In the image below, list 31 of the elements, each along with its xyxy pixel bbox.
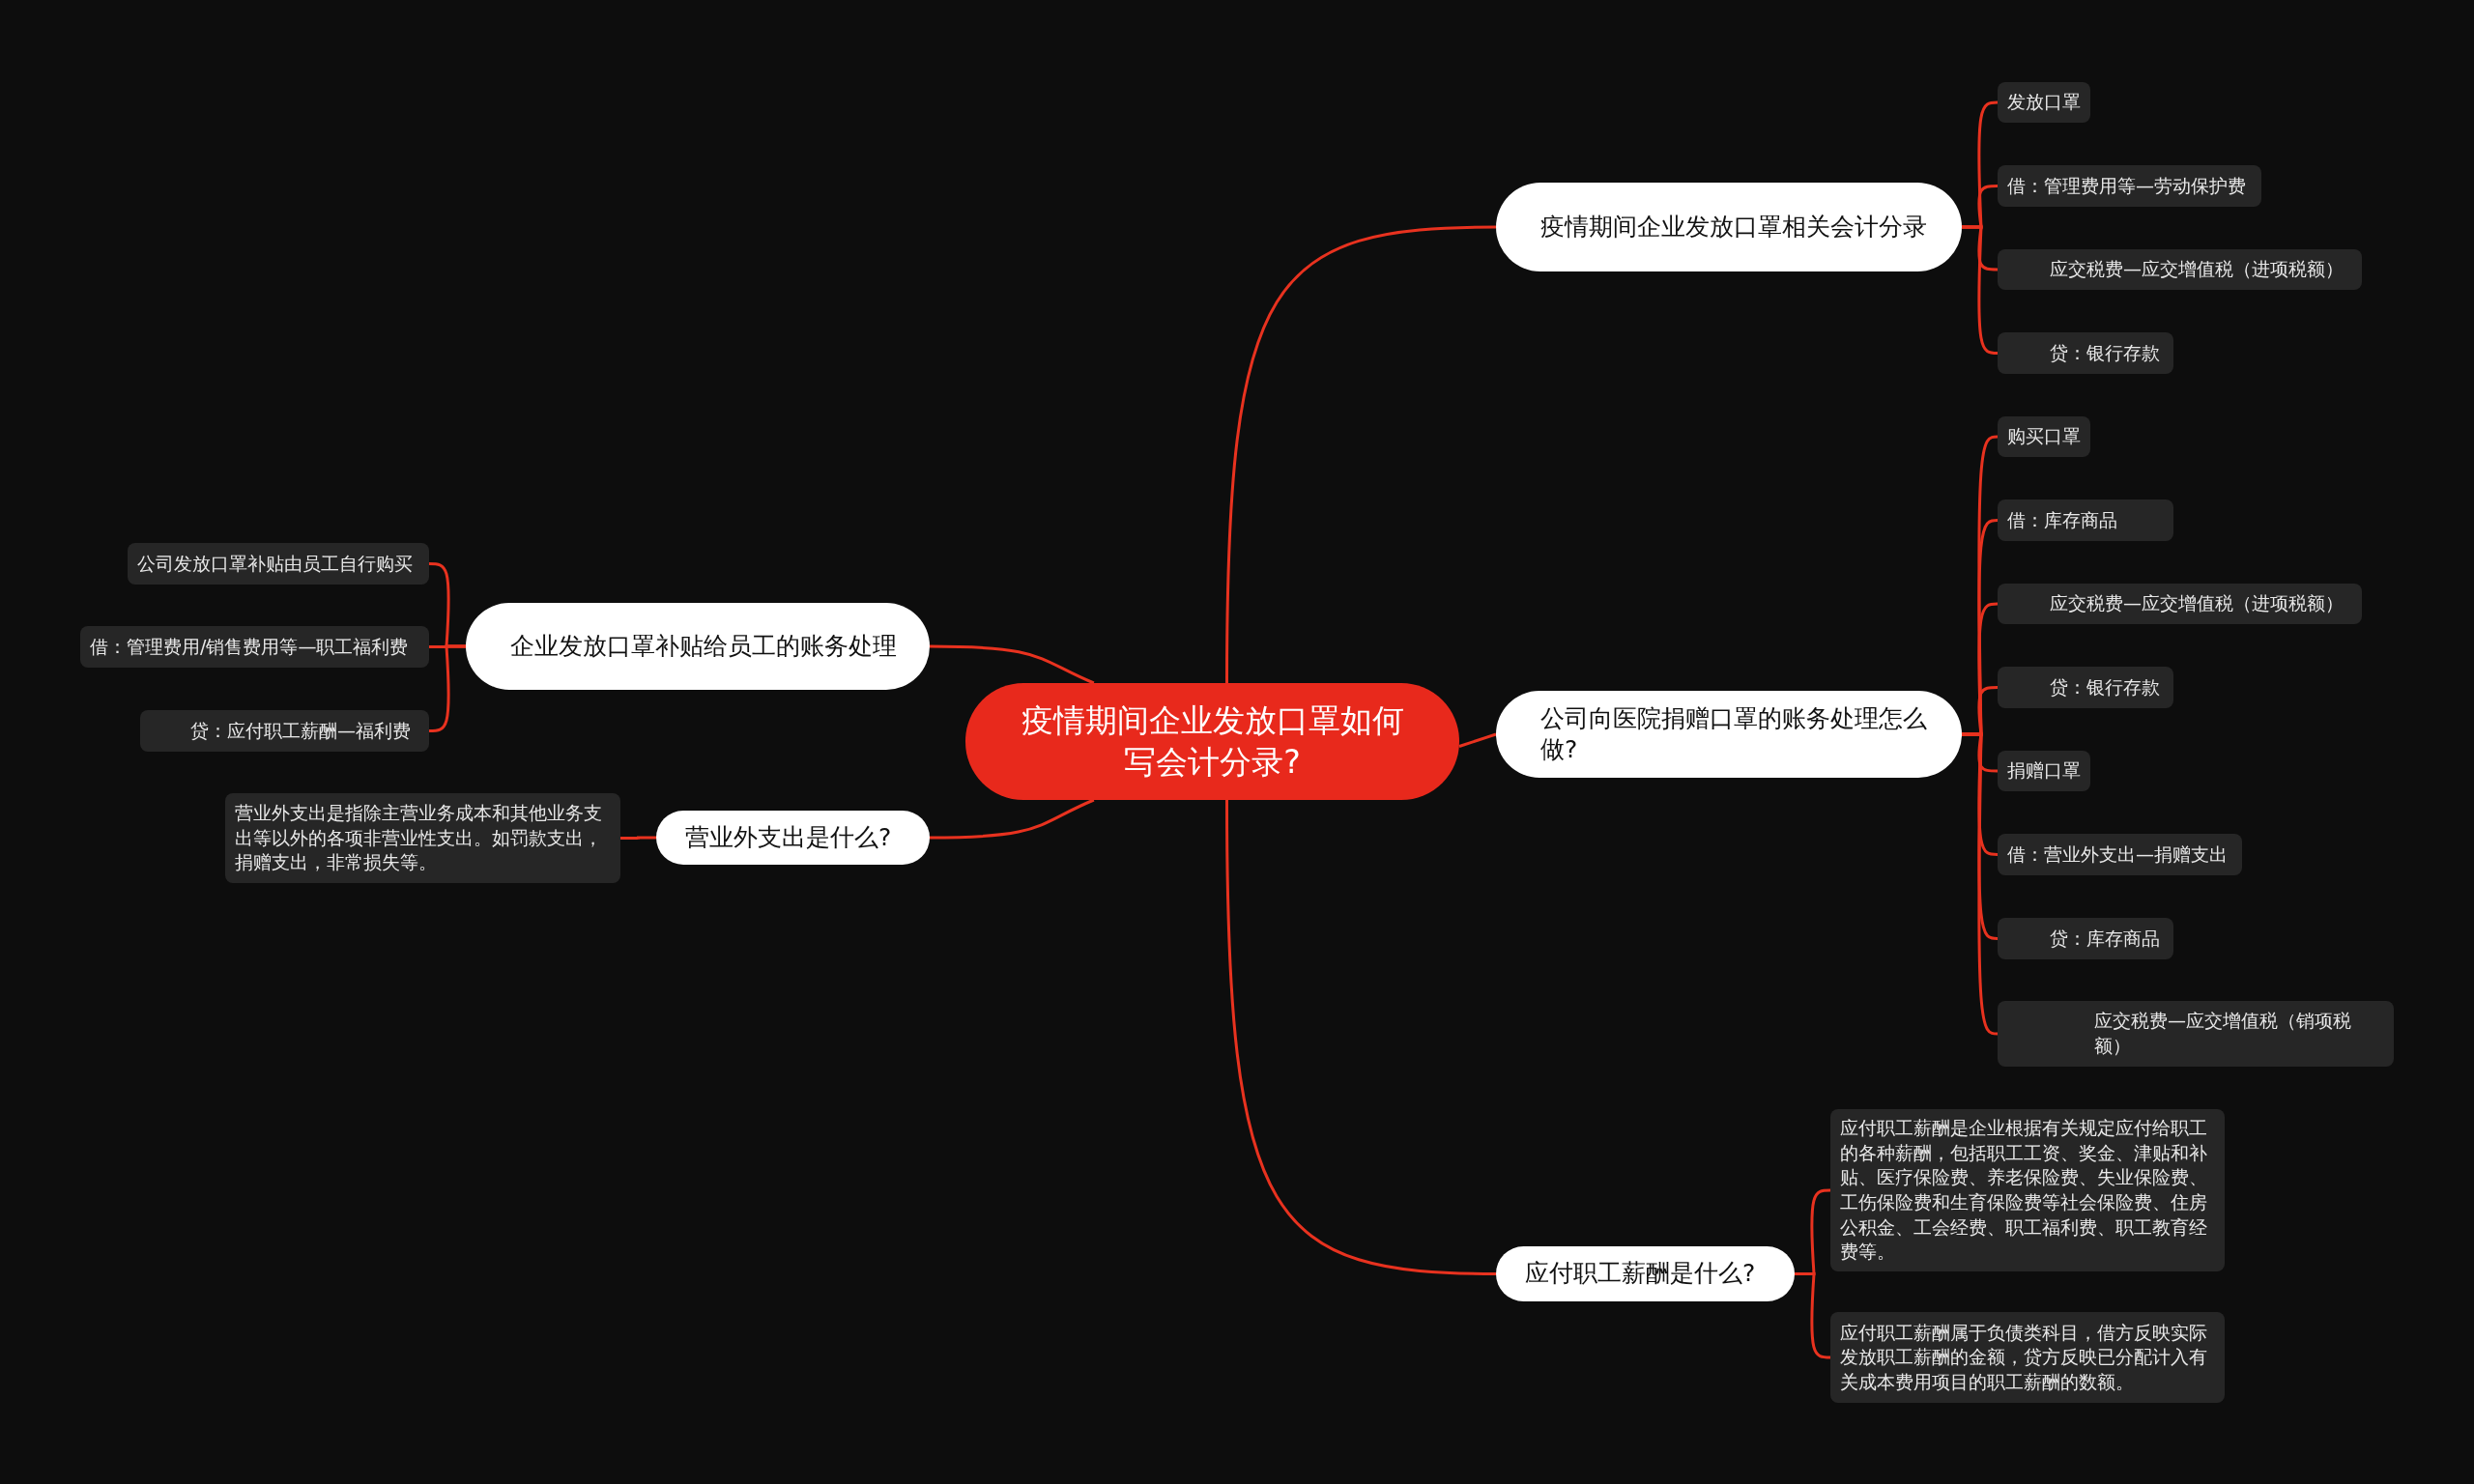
note-box: 购买口罩 [1998,416,2090,457]
topic-pill: 疫情期间企业发放口罩相关会计分录 [1496,183,1962,271]
note-box: 营业外支出是指除主营业务成本和其他业务支出等以外的各项非营业性支出。如罚款支出，捐赠支出，非常损失等。 [225,793,620,883]
note-box: 贷：库存商品 [1998,918,2173,959]
note-box: 发放口罩 [1998,82,2090,123]
note-box: 应交税费—应交增值税（进项税额） [1998,249,2362,290]
connector-line [1962,732,1999,1036]
note-box: 应付职工薪酬是企业根据有关规定应付给职工的各种薪酬，包括职工工资、奖金、津贴和补贴、医疗保险费、养老保险费、失业保险费、工伤保险费和生育保险费等社会保险费、住房公积金、工会经费、职工福利费、职工教育经费等。 [1830,1109,2225,1271]
note-box: 借：管理费用等—劳动保护费 [1998,165,2261,207]
note-box: 公司发放口罩补贴由员工自行购买 [128,543,429,585]
note-box: 借：营业外支出—捐赠支出 [1998,834,2242,875]
note-box: 捐赠口罩 [1998,751,2090,791]
note-box: 借：管理费用/销售费用等—职工福利费 [80,626,429,668]
note-box: 贷：银行存款 [1998,667,2173,708]
note-box: 贷：应付职工薪酬—福利费 [140,710,429,752]
topic-pill: 企业发放口罩补贴给员工的账务处理 [466,603,930,690]
note-box: 贷：银行存款 [1998,332,2173,374]
connector-line [1225,225,1497,683]
note-box: 应付职工薪酬属于负债类科目，借方反映实际发放职工薪酬的金额，贷方反映已分配计入有关成本费用项目的职工薪酬的数额。 [1830,1312,2225,1403]
connector-line [620,836,656,840]
note-box: 借：库存商品 [1998,499,2173,541]
connector-line [930,644,1095,685]
topic-pill: 应付职工薪酬是什么? [1496,1246,1795,1301]
connector-line [930,798,1095,840]
central-topic: 疫情期间企业发放口罩如何写会计分录? [965,683,1459,800]
connector-line [1458,732,1497,748]
note-box: 应交税费—应交增值税（进项税额） [1998,584,2362,624]
topic-pill: 公司向医院捐赠口罩的账务处理怎么做? [1496,691,1962,778]
topic-pill: 营业外支出是什么? [656,811,930,865]
connector-line [1225,800,1497,1275]
note-box: 应交税费—应交增值税（销项税额） [1998,1001,2394,1067]
